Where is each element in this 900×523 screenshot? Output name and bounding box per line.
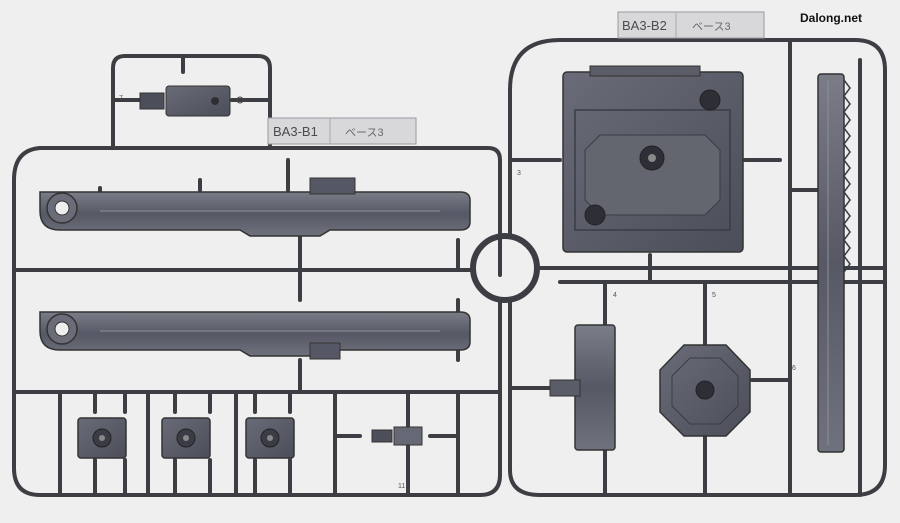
- tag-plate-b1: BA3-B1 ベース3: [267, 117, 417, 145]
- part-base-plate-large: [562, 65, 744, 253]
- part-long-arm-upper: [39, 177, 471, 237]
- part-rect-panel: [549, 324, 616, 451]
- part-pin-small: [371, 426, 423, 446]
- runner-ring: [470, 233, 540, 303]
- part-block-2: [161, 417, 211, 459]
- tag-b2-name: ベース3: [692, 21, 731, 33]
- part-number-6: 6: [792, 365, 796, 372]
- tag-b1-code: BA3-B1: [273, 124, 318, 139]
- part-number-3: 3: [517, 170, 521, 177]
- part-block-3: [245, 417, 295, 459]
- watermark-text: Dalong.net: [800, 11, 862, 25]
- part-octagon: [659, 344, 751, 437]
- part-number-11: 11: [398, 483, 405, 490]
- tag-b1-name: ベース3: [345, 127, 384, 139]
- part-number-labels: 7 3 11 4 5 6: [119, 95, 796, 490]
- part-block-1: [77, 417, 127, 459]
- part-serrated-rail: [817, 73, 851, 453]
- tag-plate-b2: BA3-B2 ベース3: [617, 11, 765, 39]
- tag-b2-code: BA3-B2: [622, 18, 667, 33]
- part-long-arm-lower: [39, 311, 471, 360]
- part-number-7: 7: [119, 95, 123, 102]
- part-connector-small: [139, 85, 244, 117]
- part-number-5: 5: [712, 292, 716, 299]
- part-number-4: 4: [613, 292, 617, 299]
